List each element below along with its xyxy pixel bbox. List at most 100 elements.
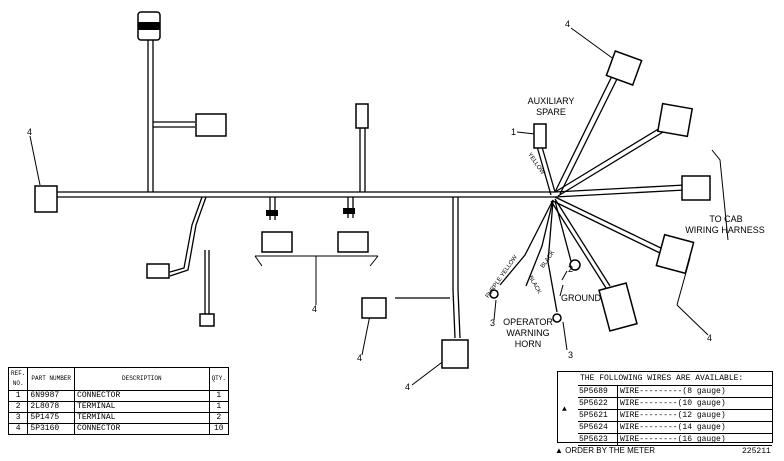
bracket-terminals (254, 255, 379, 268)
wire-desc: WIRE (620, 411, 640, 420)
cell-part: 2L8078 (27, 401, 76, 413)
wire-desc: WIRE (620, 399, 640, 408)
footnote: ▲ ORDER BY THE METER (555, 446, 656, 455)
terminal-3a (489, 289, 499, 299)
wire-desc: WIRE (620, 435, 640, 444)
wire-desc: WIRE (620, 423, 640, 432)
label-ground: GROUND (561, 293, 601, 303)
parts-table-header: REF. NO. PART NUMBER DESCRIPTION QTY. (7, 367, 230, 391)
cell-qty: 1 (208, 390, 230, 402)
wires-box: THE FOLLOWING WIRES ARE AVAILABLE: ▲ 5P5… (557, 371, 773, 446)
bracket-cab-top (711, 149, 729, 241)
label-operator: OPERATOR (503, 317, 553, 327)
connector-small-4 (361, 297, 387, 319)
branch-top-left (147, 40, 154, 192)
cell-qty: 1 (208, 401, 230, 413)
leader-2 (561, 270, 568, 281)
branch-down-1 (269, 197, 276, 220)
connector-bottom (441, 339, 469, 369)
label-horn: HORN (514, 339, 542, 349)
fan-lower (552, 196, 666, 255)
wires-title: THE FOLLOWING WIRES ARE AVAILABLE: (580, 374, 744, 383)
wire-part: 5P5621 (578, 410, 618, 421)
wire-part: 5P5622 (578, 398, 618, 409)
connector-fan-middle (681, 175, 711, 201)
connector-terminal-2 (337, 231, 369, 253)
parts-table: REF. NO. PART NUMBER DESCRIPTION QTY. 1 … (7, 367, 230, 435)
cell-ref: 2 (7, 401, 29, 413)
header-part: PART NUMBER (27, 367, 76, 391)
branch-lower-left (169, 196, 207, 277)
wire-part: 5P5623 (578, 434, 618, 445)
label-spare: SPARE (536, 107, 566, 117)
leader-ground (559, 284, 564, 297)
cell-part: 5P3160 (27, 423, 76, 435)
fan-horn (547, 200, 558, 313)
fan-upper (554, 124, 669, 197)
leader-3b (562, 321, 568, 351)
wire-row: 5P5623 WIRE--------(16 gauge) (578, 433, 772, 446)
terminal-sleeve-2 (343, 208, 355, 214)
cell-desc: CONNECTOR (74, 423, 210, 435)
leader-4-right (676, 304, 709, 336)
label-warning: WARNING (506, 328, 550, 338)
fan-purple (499, 199, 554, 286)
leader-4-bottom (411, 359, 446, 386)
header-ref: REF. NO. (7, 367, 29, 391)
cell-ref: 4 (7, 423, 29, 435)
order-by-meter-mark: ▲ (562, 405, 567, 414)
fan-middle (554, 184, 686, 198)
branch-spare-up (359, 128, 366, 192)
wire-part: 5P5624 (578, 422, 618, 433)
branch-double-connector (153, 121, 195, 128)
callout-4-right: 4 (707, 333, 713, 343)
branch-small-plug (204, 250, 210, 318)
leader-1 (516, 131, 536, 135)
wire-gauge: (16 gauge) (677, 435, 726, 444)
wire-part: 5P5689 (578, 386, 618, 397)
wire-row: 5P5621 WIRE--------(12 gauge) (578, 409, 772, 421)
connector-round-band (138, 22, 160, 30)
ground-terminal (569, 259, 581, 271)
connector-left (34, 185, 58, 213)
wire-gauge: (14 gauge) (677, 423, 726, 432)
header-description: DESCRIPTION (74, 367, 210, 391)
callout-2: 2 (568, 264, 574, 274)
wire-gauge: (12 gauge) (677, 411, 726, 420)
terminal-sleeve-1 (266, 210, 278, 216)
leader-3a (493, 299, 497, 321)
header-qty: QTY. (208, 367, 230, 391)
wire-row: 5P5622 WIRE--------(10 gauge) (578, 397, 772, 409)
connector-auxiliary (533, 123, 547, 149)
branch-horn-connector (452, 197, 461, 339)
leader-4-left (29, 135, 41, 186)
wire-gauge: (8 gauge) (682, 387, 726, 396)
table-row: 3 5P1475 TERMINAL 2 (7, 412, 230, 424)
label-wiring-harness: WIRING HARNESS (685, 225, 765, 235)
plug-small (199, 313, 215, 327)
callout-3a: 3 (490, 318, 496, 328)
cell-part: 5P1475 (27, 412, 76, 424)
wire-row: 5P5624 WIRE--------(14 gauge) (578, 421, 772, 433)
wire-row: 5P5689 WIRE---------(8 gauge) (578, 385, 772, 397)
cell-ref: 3 (7, 412, 29, 424)
callout-4-mid: 4 (312, 304, 318, 314)
fan-bottom (550, 198, 611, 289)
connector-fan-lower (655, 233, 695, 275)
callout-3b: 3 (568, 350, 574, 360)
connector-fan-top (605, 50, 643, 86)
cell-ref: 1 (7, 390, 29, 402)
connector-lower-left (146, 263, 170, 279)
callout-4-bottom: 4 (405, 382, 411, 392)
connector-double (195, 113, 227, 137)
connector-spare (355, 103, 369, 129)
callout-4-left: 4 (27, 127, 33, 137)
label-to-cab: TO CAB (709, 214, 743, 224)
cell-qty: 10 (208, 423, 230, 435)
wires-list: 5P5689 WIRE---------(8 gauge) 5P5622 WIR… (578, 385, 772, 446)
terminal-3b (552, 313, 562, 323)
cell-part: 6N9987 (27, 390, 76, 402)
table-row: 1 6N9987 CONNECTOR 1 (7, 390, 230, 402)
